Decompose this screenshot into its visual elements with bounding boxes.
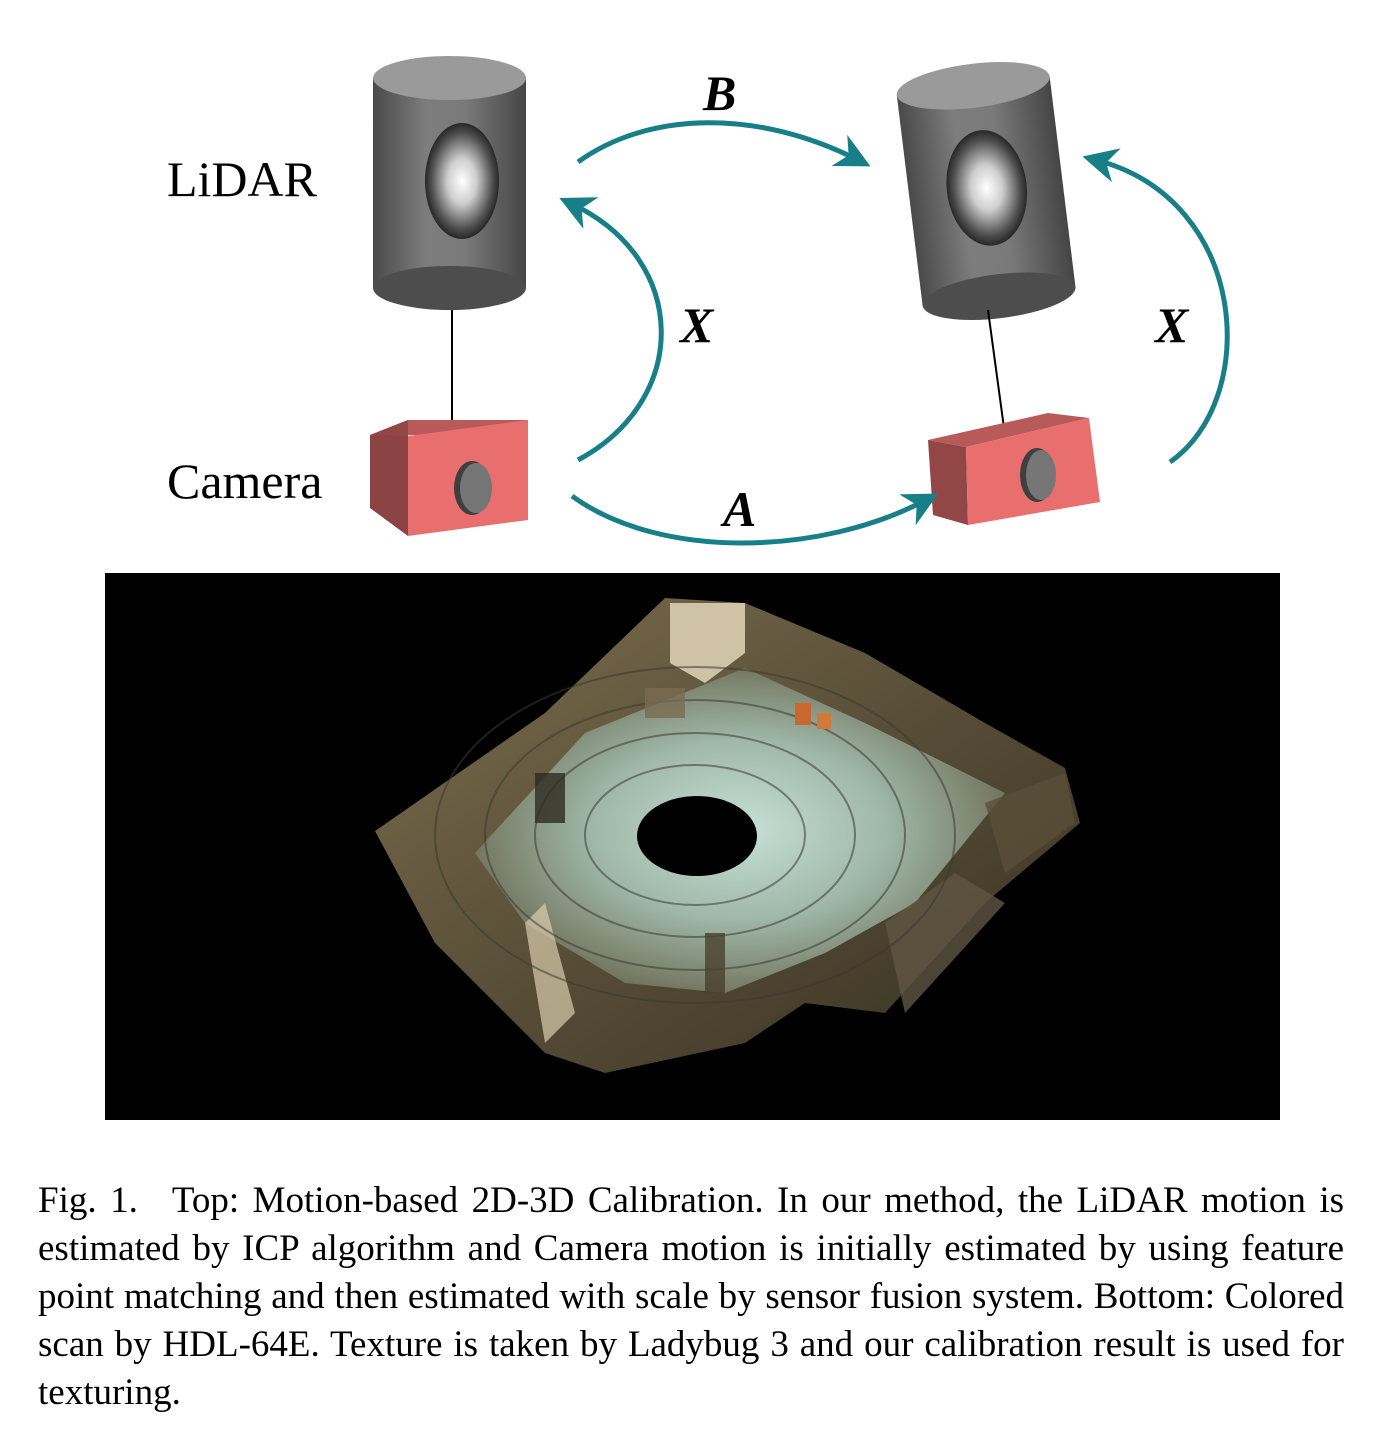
connector-right (987, 309, 1005, 429)
colored-scan-image (105, 573, 1280, 1120)
arrow-b (576, 120, 871, 167)
arrow-x-left (559, 197, 664, 463)
camera-left (370, 420, 528, 536)
arrow-a (570, 493, 939, 546)
label-extrinsic-left: X (678, 297, 715, 353)
label-lidar: LiDAR (167, 151, 318, 207)
label-motion-b: B (702, 65, 736, 121)
calibration-diagram: LiDAR Camera B A X X (167, 56, 1230, 546)
arrow-x-right (1082, 148, 1230, 465)
figure-label: Fig. 1. (38, 1180, 138, 1221)
figure-caption: Fig. 1.Top: Motion-based 2D-3D Calibrati… (38, 1177, 1344, 1417)
camera-right (928, 413, 1100, 525)
caption-text: Top: Motion-based 2D-3D Calibration. In … (38, 1180, 1344, 1413)
label-extrinsic-right: X (1153, 297, 1190, 353)
label-motion-a: A (720, 481, 756, 537)
lidar-left (373, 56, 526, 310)
lidar-right (896, 62, 1076, 320)
label-camera: Camera (167, 453, 322, 509)
